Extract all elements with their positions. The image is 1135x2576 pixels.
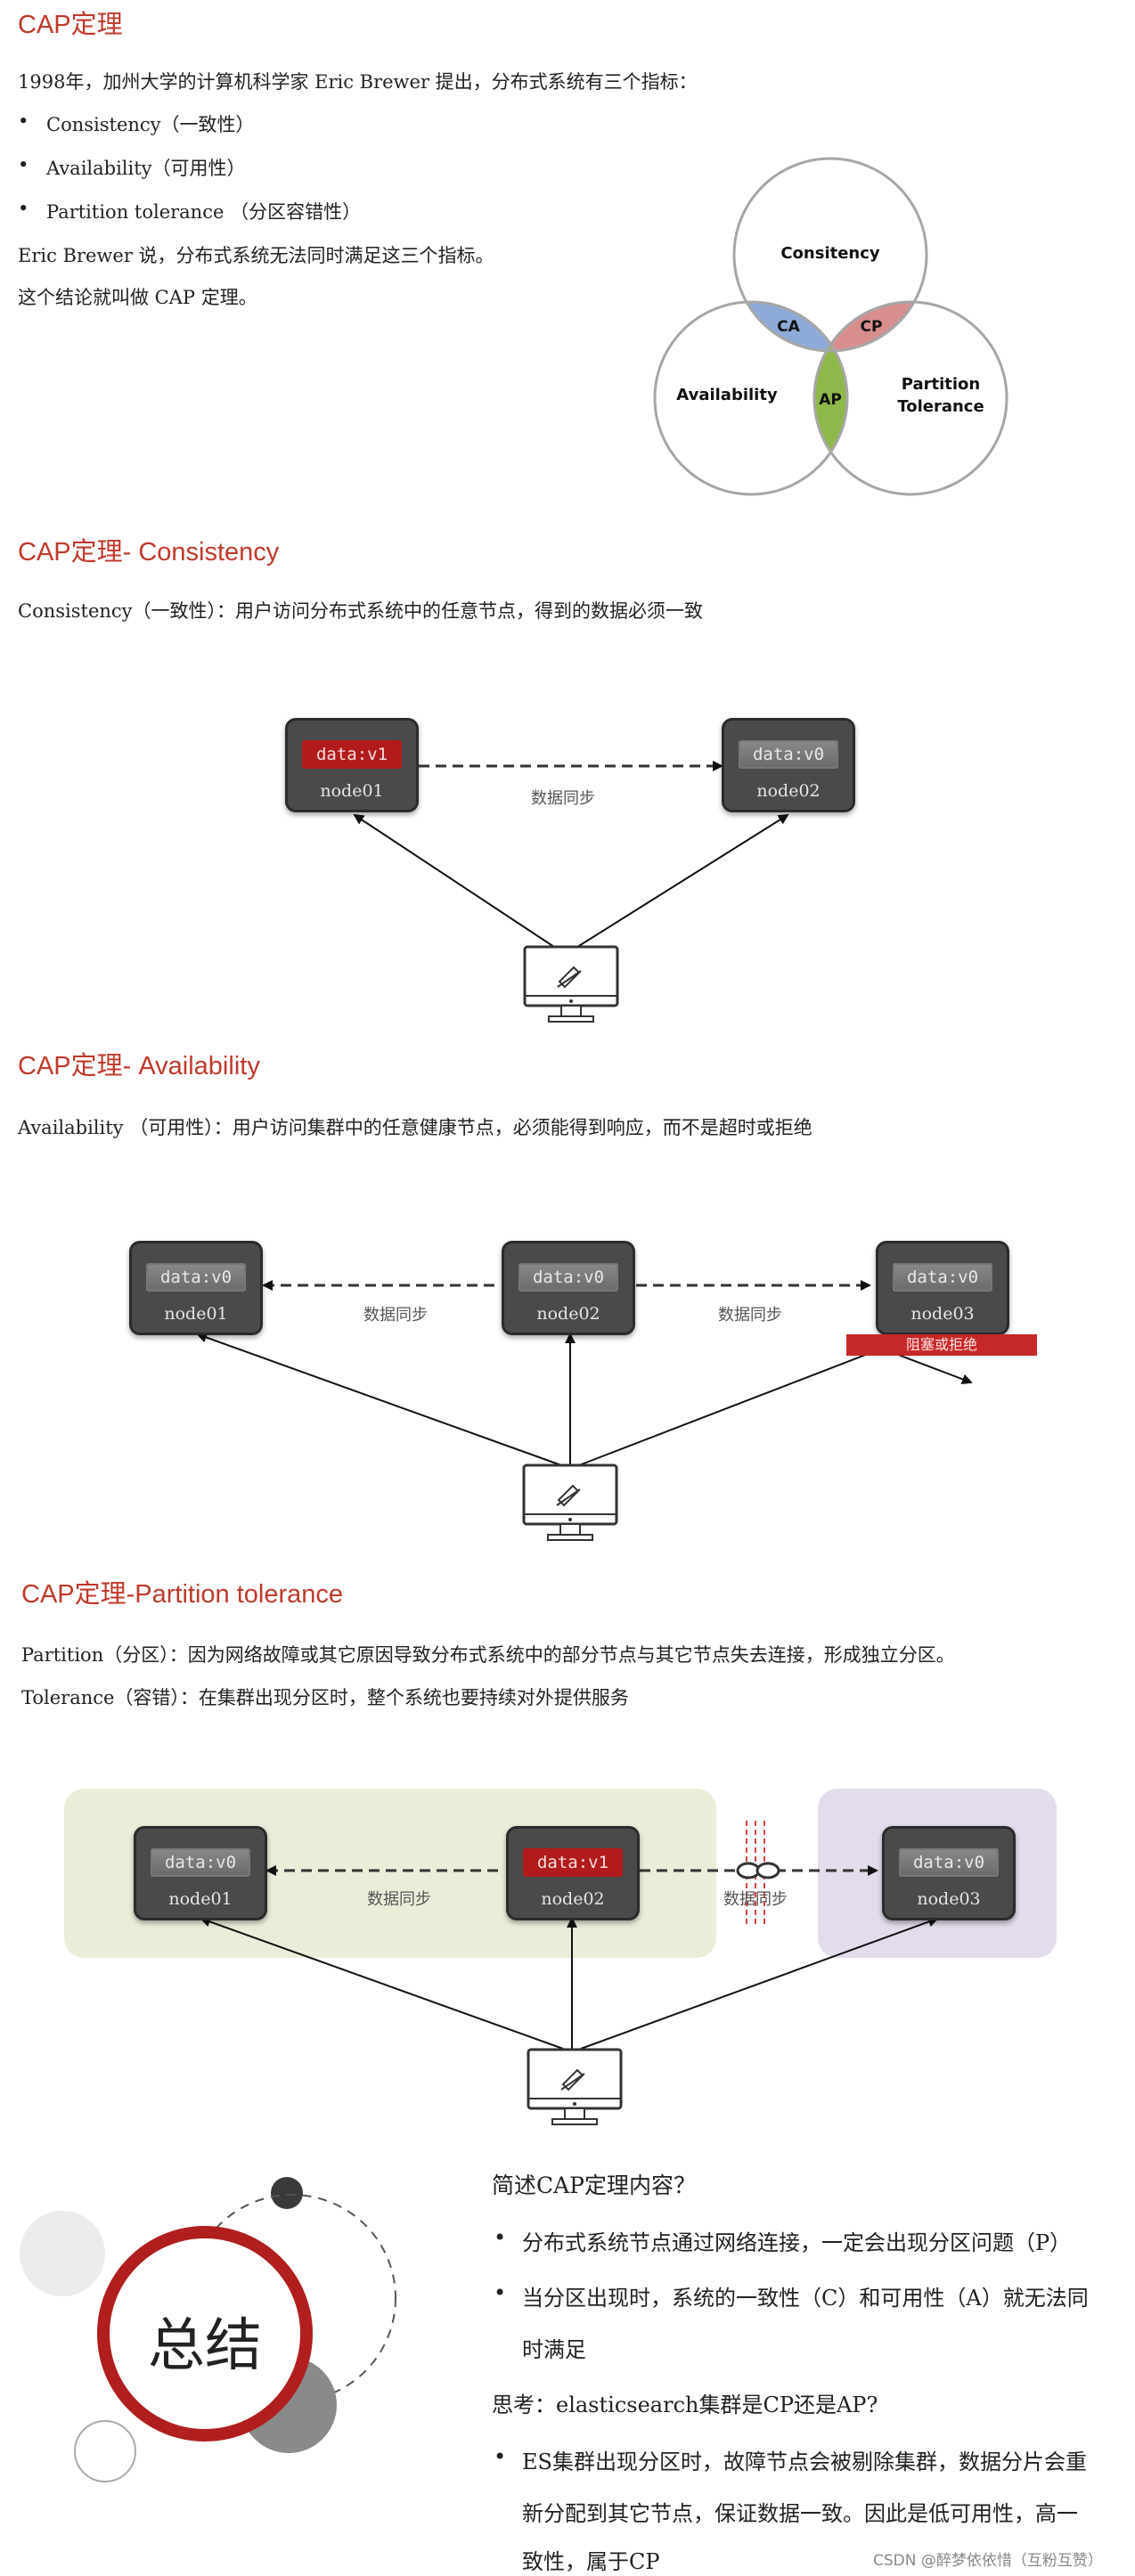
availability-sync-label-1: 数据同步 — [363, 1306, 428, 1325]
partition-sync-label-2: 数据同步 — [723, 1890, 788, 1909]
node02-label: node02 — [756, 781, 821, 801]
partition-desc-2: Tolerance（容错）：在集群出现分区时，整个系统也要持续对外提供服务 — [21, 1687, 629, 1708]
consistency-node01: data:v1 node01 — [285, 718, 419, 812]
cap-title: CAP定理 — [18, 11, 123, 39]
node02-data-chip: data:v1 — [523, 1848, 623, 1877]
node01-label: node01 — [164, 1304, 228, 1324]
dark-dot — [271, 2177, 303, 2209]
cap-intro: 1998年，加州大学的计算机科学家 Eric Brewer 提出，分布式系统有三… — [18, 71, 698, 93]
summary-question: 简述CAP定理内容？ — [492, 2172, 697, 2198]
summary-badge-ring — [97, 2226, 313, 2441]
node01-data-chip: data:v1 — [302, 740, 402, 769]
client-to-node01-arrow — [196, 1332, 562, 1466]
consistency-connectors — [353, 761, 789, 950]
partition-circle — [812, 300, 1008, 496]
consistency-sync-label: 数据同步 — [531, 789, 595, 808]
summary-bullet-3c: 致性，属于CP — [522, 2549, 660, 2574]
outline-circle — [74, 2420, 136, 2482]
availability-sync-label-2: 数据同步 — [718, 1306, 782, 1325]
summary-bullet-3b: 新分配到其它节点，保证数据一致。因此是低可用性，高一 — [522, 2501, 1078, 2526]
summary-badge-text: 总结 — [148, 2313, 262, 2379]
node01-label: node01 — [168, 1889, 233, 1909]
cap-line2: 这个结论就叫做 CAP 定理。 — [18, 287, 257, 308]
partition-title: CAP定理-Partition tolerance — [21, 1580, 344, 1609]
client-to-node01-arrow — [353, 813, 558, 950]
partition-node01: data:v0 node01 — [134, 1826, 267, 1920]
consistency-node02: data:v0 node02 — [722, 718, 855, 812]
node03-data-chip: data:v0 — [893, 1263, 992, 1292]
summary-bullet-2a: 当分区出现时，系统的一致性（C）和可用性（A）就无法同 — [494, 2280, 1089, 2311]
availability-node01: data:v0 node01 — [129, 1241, 263, 1335]
node01-data-chip: data:v0 — [146, 1263, 246, 1292]
cap-bullet-partition: Partition tolerance （分区容错性） — [18, 198, 361, 224]
cap-bullet-consistency: Consistency（一致性） — [18, 110, 254, 137]
blocked-badge: 阻塞或拒绝 — [846, 1334, 1037, 1356]
summary-decoration — [20, 2177, 396, 2482]
partition-connectors — [200, 1821, 939, 2050]
watermark: CSDN @醉梦依依惜（互粉互赞） — [873, 2552, 1103, 2570]
summary-think: 思考：elasticsearch集群是CP还是AP? — [492, 2393, 878, 2417]
availability-circle — [653, 300, 849, 496]
node01-label: node01 — [320, 781, 384, 801]
light-gray-circle — [20, 2211, 105, 2296]
availability-title: CAP定理- Availability — [18, 1052, 260, 1080]
client-computer-icon — [523, 945, 619, 1023]
venn-partition-label-2: Tolerance — [897, 397, 984, 416]
client-to-node02-arrow — [574, 813, 789, 950]
venn-availability-label: Availability — [676, 386, 778, 404]
broken-link-icon — [736, 1821, 780, 1924]
cap-venn-diagram: Consitency Availability Partition Tolera… — [653, 157, 1008, 496]
summary-bullet-1: 分布式系统节点通过网络连接，一定会出现分区问题（P） — [494, 2225, 1071, 2256]
partition-node03: data:v0 node03 — [882, 1826, 1016, 1920]
availability-node03: data:v0 node03 — [876, 1241, 1009, 1335]
venn-ca-label: CA — [777, 318, 800, 336]
client-computer-icon — [522, 1463, 618, 1541]
client-to-node01-arrow — [200, 1916, 564, 2050]
cap-bullet-availability: Availability（可用性） — [18, 154, 245, 181]
node03-data-chip: data:v0 — [899, 1848, 999, 1877]
consistency-circle — [732, 157, 928, 353]
venn-ap-label: AP — [819, 391, 842, 409]
node02-label: node02 — [541, 1889, 605, 1909]
client-computer-icon — [527, 2048, 623, 2125]
client-to-node03-arrow — [578, 1344, 892, 1466]
venn-consistency-label: Consitency — [780, 244, 880, 263]
venn-cp-label: CP — [861, 318, 883, 336]
availability-desc: Availability （可用性）：用户访问集群中的任意健康节点，必须能得到响… — [18, 1117, 812, 1138]
node02-data-chip: data:v0 — [519, 1263, 618, 1292]
availability-node02: data:v0 node02 — [502, 1241, 635, 1335]
node01-data-chip: data:v0 — [151, 1848, 250, 1877]
summary-bullet-2b: 时满足 — [522, 2337, 586, 2362]
node03-label: node03 — [910, 1304, 975, 1324]
consistency-desc: Consistency（一致性）：用户访问分布式系统中的任意节点，得到的数据必须… — [18, 600, 704, 622]
partition-node02: data:v1 node02 — [506, 1826, 640, 1920]
summary-bullet-3a: ES集群出现分区时，故障节点会被剔除集群，数据分片会重 — [494, 2444, 1087, 2475]
cap-line1: Eric Brewer 说，分布式系统无法同时满足这三个指标。 — [18, 245, 494, 266]
node03-label: node03 — [917, 1889, 981, 1909]
partition-desc-1: Partition（分区）：因为网络故障或其它原因导致分布式系统中的部分节点与其… — [21, 1644, 955, 1666]
client-to-node03-arrow — [580, 1916, 939, 2050]
venn-partition-label-1: Partition — [902, 375, 980, 394]
availability-connectors — [196, 1280, 973, 1466]
node02-label: node02 — [536, 1304, 600, 1324]
consistency-title: CAP定理- Consistency — [18, 538, 280, 567]
partition-sync-label-1: 数据同步 — [367, 1890, 431, 1909]
node02-data-chip: data:v0 — [739, 740, 838, 769]
